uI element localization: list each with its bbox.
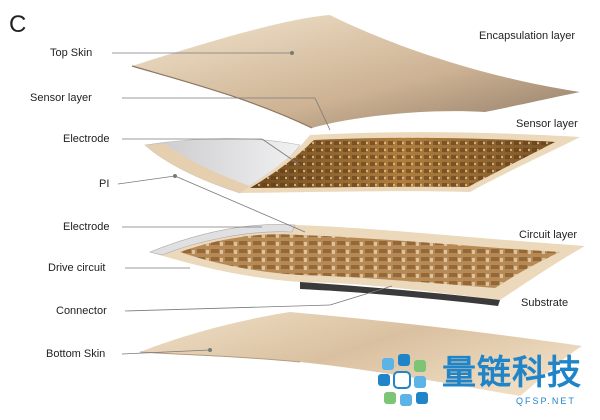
top-skin-edge [131,65,313,129]
label-encapsulation-layer: Encapsulation layer [479,30,576,42]
label-circuit-layer: Circuit layer [519,229,578,241]
leader-pi [117,175,176,185]
sensor-grid-pattern [250,137,555,188]
watermark-logo-icon [378,354,428,406]
drive-circuit-pattern [180,234,560,288]
panel-letter: C [9,11,27,38]
label-drive-circuit: Drive circuit [48,262,106,274]
watermark: 量链科技 QFSP.NET [376,352,600,412]
label-pi: PI [99,178,110,190]
label-connector: Connector [56,305,107,317]
leader-dot-pi [172,173,177,178]
leader-lines [112,51,393,355]
label-sensor-layer-left: Sensor layer [30,92,92,104]
bottom-skin-sheet [140,312,582,396]
connector-strip [300,282,500,306]
leader-dot-bottom-skin [207,347,212,352]
label-electrode-bottom: Electrode [63,221,110,233]
leader-dot-top-skin [289,51,294,56]
leader-connector-b [329,285,393,306]
label-substrate: Substrate [521,297,569,309]
leader-connector [124,304,331,312]
leader-bottom-skin [121,349,211,355]
label-bottom-skin: Bottom Skin [46,348,106,360]
electrode-bottom-grey [149,224,296,256]
bottom-skin-edge [139,351,301,363]
pi-film [145,144,262,193]
leader-pi-b [174,175,306,233]
leader-sensor-layer-2 [314,97,331,131]
label-sensor-layer-right: Sensor layer [516,118,578,130]
leader-electrode-1b [261,138,301,166]
label-electrode-top: Electrode [63,133,110,145]
label-top-skin: Top Skin [50,47,93,59]
watermark-url: QFSP.NET [516,396,576,406]
watermark-title: 量链科技 [442,354,582,392]
